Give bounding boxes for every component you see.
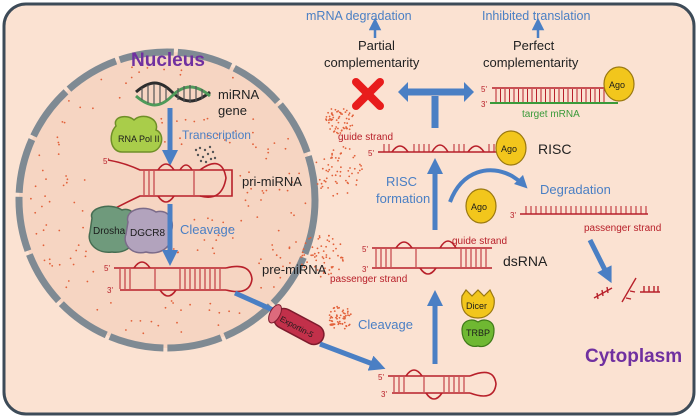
perfect-complementarity-label: Perfect [513,38,555,53]
ago-protein-free: Ago [465,188,497,224]
svg-text:Ago: Ago [609,80,625,90]
cytoplasm-speckles [300,108,363,330]
risc-branch-arrows [398,82,474,128]
passenger-3prime: 3' [510,211,516,220]
risc-guide-strand-label: guide strand [338,132,393,143]
dna-helix-icon [135,81,211,107]
cytoplasm-title: Cytoplasm [585,346,682,367]
perfect-complementarity-complex [490,87,618,104]
mrna-degradation-label: mRNA degradation [306,9,412,23]
risc-formation-label-2: formation [376,191,430,206]
rna-pol-ii: RNA Pol II [110,115,163,153]
fragment-arrow [587,238,612,284]
cyto-pre-5prime: 5' [378,373,384,382]
dsrna-label: dsRNA [503,253,548,269]
inhibited-translation-label: Inhibited translation [482,9,590,23]
dicer-protein: Dicer [461,288,495,319]
cytoplasmic-pre-mirna [388,369,497,400]
risc-formation-label: RISC [386,174,417,189]
risc-guide-strand [378,144,502,153]
svg-text:RNA Pol II: RNA Pol II [118,134,160,144]
partial-complementarity-label-2: complementarity [324,55,420,70]
pri-mirna-label: pri-miRNA [242,174,302,189]
pre-mirna-label: pre-miRNA [262,262,327,277]
svg-text:Dicer: Dicer [466,301,487,311]
pri-5prime: 5' [103,157,109,166]
target-mrna-label: target mRNA [522,109,580,120]
dgcr8-protein: DGCR8 [124,207,174,254]
nascent-rna-blob [194,145,217,164]
perfect-5prime: 5' [481,85,487,94]
svg-text:Ago: Ago [501,144,517,154]
nucleus-title: Nucleus [131,50,205,71]
cyto-pre-3prime: 3' [381,390,387,399]
ago-protein-risc: Ago [495,130,527,166]
perfect-3prime: 3' [481,100,487,109]
pri-mirna-structure [107,159,233,213]
risc-label: RISC [538,141,571,157]
svg-text:TRBP: TRBP [466,328,490,338]
mirna-gene-label-2: gene [218,103,247,118]
passenger-strand-label: passenger strand [584,223,661,234]
svg-text:Ago: Ago [471,202,487,212]
dsrna-guide-strand-label: guide strand [452,236,507,247]
svg-text:Drosha: Drosha [93,226,126,237]
dsrna-passenger-strand-label: passenger strand [330,274,407,285]
transcription-label: Transcription [182,128,251,142]
dsrna-duplex [372,240,492,275]
blocked-cross-icon [352,78,384,110]
partial-complementarity-label: Partial [358,38,395,53]
degradation-label: Degradation [540,182,611,197]
cytoplasmic-cleavage-label: Cleavage [358,317,413,332]
pre-3prime: 3' [107,286,113,295]
degraded-fragments [593,277,660,303]
dsrna-5prime: 5' [362,245,368,254]
nucleus-speckles [30,62,307,335]
nuclear-cleavage-label: Cleavage [180,222,235,237]
ago-protein-target: Ago [603,66,635,102]
cytoplasm-entry-arrow [319,341,386,371]
svg-text:DGCR8: DGCR8 [130,228,165,239]
risc-5prime: 5' [368,149,374,158]
perfect-complementarity-label-2: complementarity [483,55,579,70]
mirna-gene-label: miRNA [218,87,259,102]
degradation-arrow [448,168,528,203]
trbp-protein: TRBP [461,319,495,348]
nucleus-membrane [15,48,319,352]
dsrna-3prime: 3' [362,265,368,274]
pre-5prime: 5' [104,264,110,273]
pre-mirna-structure [114,261,253,297]
